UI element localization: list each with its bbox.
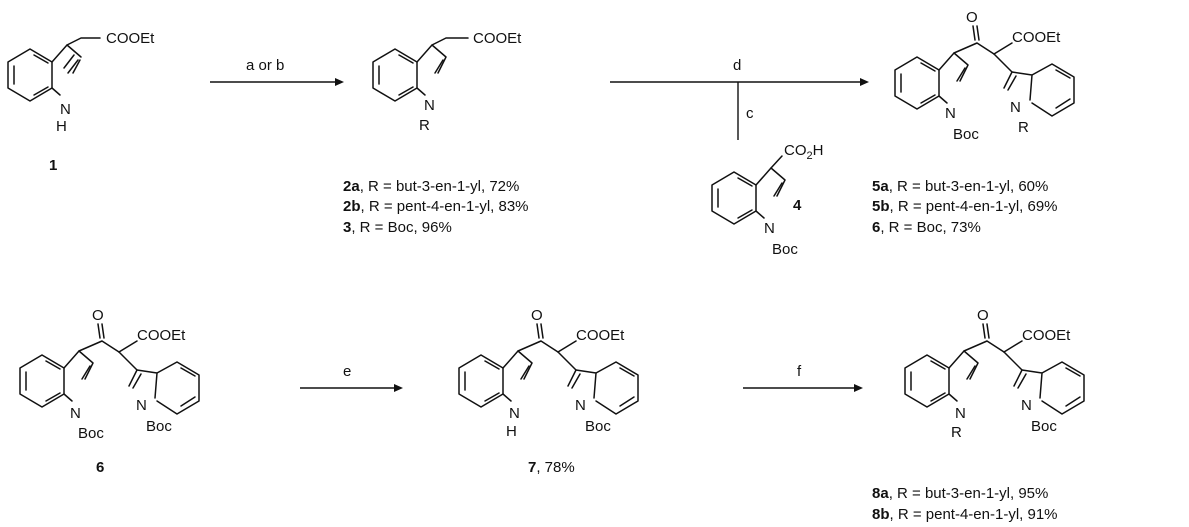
arrowhead [335,78,344,86]
atom-nitrogen: N [509,405,520,422]
atom-nitrogen: N [1021,397,1032,414]
reagent-label-a-or-b: a or b [246,57,284,74]
boc-group-label: Boc [953,126,979,143]
boc-group-label: Boc [146,418,172,435]
substituent-r: R [1018,119,1029,136]
atom-nitrogen: N [60,101,71,118]
atom-nitrogen: N [764,220,775,237]
arrowhead [860,78,869,86]
reagent-label-f: f [797,363,802,380]
structure-compound-8 [904,323,1085,415]
acid-group-label: CO2H [784,142,823,162]
compound-number-6: 6 [96,459,104,476]
caption-compound-8b: 8b, R = pent-4-en-1-yl, 91% [872,506,1058,523]
compound-number-4: 4 [793,197,802,214]
caption-compound-5b: 5b, R = pent-4-en-1-yl, 69% [872,198,1058,215]
ester-group-label: COOEt [1022,327,1071,344]
boc-group-label: Boc [585,418,611,435]
substituent-r: R [419,117,430,134]
structure-compound-1 [7,37,101,102]
caption-compound-5a: 5a, R = but-3-en-1-yl, 60% [872,178,1048,195]
ester-group-label: COOEt [473,30,522,47]
structure-compound-7 [458,323,639,415]
atom-hydrogen: H [506,423,517,440]
substituent-r: R [951,424,962,441]
arrowhead [394,384,403,392]
caption-compound-2a: 2a, R = but-3-en-1-yl, 72% [343,178,519,195]
atom-nitrogen: N [955,405,966,422]
atom-oxygen: O [531,307,543,324]
atom-oxygen: O [966,9,978,26]
atom-hydrogen: H [56,118,67,135]
caption-compound-2b: 2b, R = pent-4-en-1-yl, 83% [343,198,529,215]
atom-nitrogen: N [70,405,81,422]
boc-group-label: Boc [78,425,104,442]
atom-oxygen: O [977,307,989,324]
ester-group-label: COOEt [576,327,625,344]
reagent-label-d: d [733,57,741,74]
caption-compound-6-top: 6, R = Boc, 73% [872,219,981,236]
atom-nitrogen: N [136,397,147,414]
ester-group-label: COOEt [137,327,186,344]
atom-nitrogen: N [575,397,586,414]
caption-compound-3: 3, R = Boc, 96% [343,219,452,236]
boc-group-label: Boc [1031,418,1057,435]
caption-compound-8a: 8a, R = but-3-en-1-yl, 95% [872,485,1048,502]
ester-group-label: COOEt [1012,29,1061,46]
boc-group-label: Boc [772,241,798,258]
structure-compound-4 [711,155,786,225]
atom-oxygen: O [92,307,104,324]
reagent-label-e: e [343,363,351,380]
structure-compound-5-6 [894,25,1075,117]
arrowhead [854,384,863,392]
caption-compound-7: 7, 78% [528,459,575,476]
atom-nitrogen: N [945,105,956,122]
compound-number-1: 1 [49,157,57,174]
structure-compound-6 [19,323,200,415]
atom-nitrogen: N [424,97,435,114]
structure-compound-2-3 [372,37,469,102]
reagent-label-c: c [746,105,754,122]
ester-group-label: COOEt [106,30,155,47]
atom-nitrogen: N [1010,99,1021,116]
